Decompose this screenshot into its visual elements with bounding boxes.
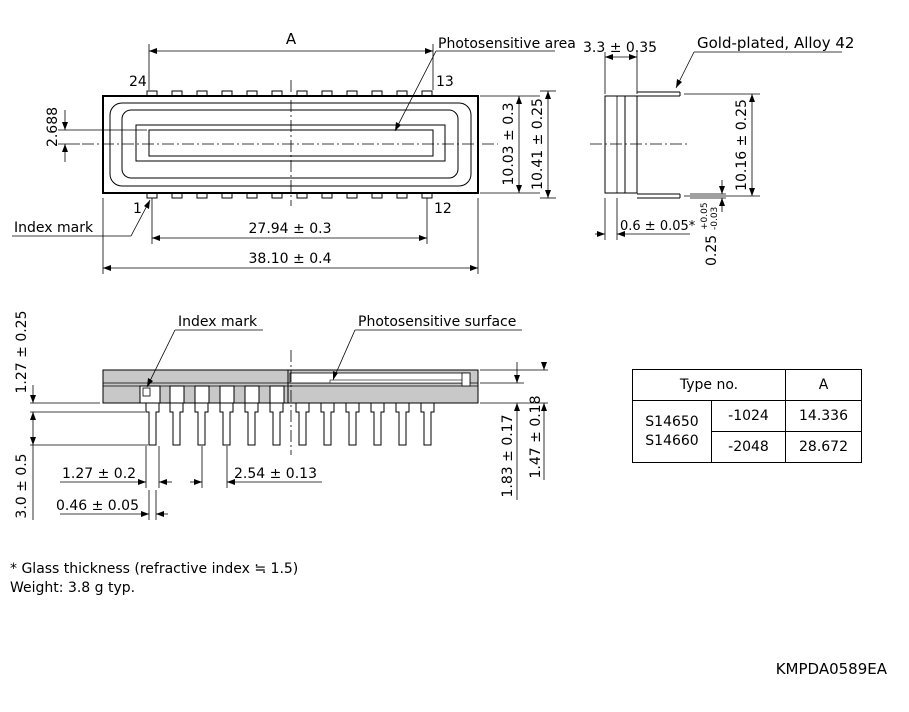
photosensitive-window	[135, 124, 446, 162]
dim-2794-label: 27.94 ± 0.3	[249, 221, 332, 237]
gold-plated-label: Gold-plated, Alloy 42	[697, 34, 854, 52]
pin-13-label: 13	[436, 74, 454, 90]
index-mark-label-top: Index mark	[14, 220, 94, 236]
model-cell: S14650 S14660	[632, 400, 712, 463]
dim-183-label: 1.83 ± 0.17	[500, 415, 516, 498]
dim-1003-label: 10.03 ± 0.3	[501, 103, 517, 186]
weight-note: Weight: 3.8 g typ.	[10, 580, 136, 596]
model-s14660: S14660	[645, 432, 699, 449]
a-value-1024: 14.336	[785, 400, 862, 432]
dim-30-label: 3.0 ± 0.5	[14, 453, 30, 518]
dim-06-label: 0.6 ± 0.05*	[620, 219, 696, 234]
photosensitive-surface-label: Photosensitive surface	[358, 314, 516, 330]
dim-33-label: 3.3 ± 0.35	[583, 40, 657, 56]
header-a: A	[785, 369, 862, 401]
dim-025-tol-minus: -0.03	[710, 207, 720, 230]
model-s14650: S14650	[645, 413, 699, 430]
suffix-1024: -1024	[711, 400, 786, 432]
dim-a-label: A	[286, 30, 297, 48]
dim-046-label: 0.46 ± 0.05	[56, 498, 139, 514]
front-view: Index mark Photosensitive surface 1.27 ±…	[14, 311, 548, 520]
pin-12-label: 12	[434, 201, 452, 217]
package-outline	[102, 95, 479, 194]
header-type-no: Type no.	[632, 369, 786, 401]
dim-127h-label: 1.27 ± 0.2	[62, 466, 136, 482]
type-table: Type no. A S14650 S14660 -1024 14.336 -2…	[632, 369, 862, 463]
dim-3810-label: 38.10 ± 0.4	[249, 251, 332, 267]
dim-2688-label: 2.688	[45, 107, 61, 147]
pin-1-label: 1	[133, 201, 142, 217]
front-pins	[139, 385, 435, 446]
dim-147-label: 1.47 ± 0.18	[528, 396, 544, 479]
suffix-2048: -2048	[711, 431, 786, 463]
dim-025-label: 0.25	[704, 235, 720, 266]
photosensitive-area-label: Photosensitive area	[438, 36, 576, 52]
dim-025-tol-plus: +0.05	[700, 202, 710, 230]
glass-note: * Glass thickness (refractive index ≒ 1.…	[10, 561, 299, 577]
dim-254-label: 2.54 ± 0.13	[234, 466, 317, 482]
notes: * Glass thickness (refractive index ≒ 1.…	[10, 560, 298, 598]
document-id: KMPDA0589EA	[775, 660, 887, 678]
dim-1041-label: 10.41 ± 0.25	[530, 98, 546, 190]
dim-1016-label: 10.16 ± 0.25	[734, 99, 750, 191]
top-view: A Photosensitive area 24 13 1 12 2.688 1…	[12, 30, 576, 274]
dim-127v-label: 1.27 ± 0.25	[14, 311, 30, 394]
index-mark-label-front: Index mark	[178, 314, 258, 330]
pin-24-label: 24	[129, 74, 147, 90]
a-value-2048: 28.672	[785, 431, 862, 463]
side-package	[604, 95, 626, 194]
side-view: 3.3 ± 0.35 Gold-plated, Alloy 42 10.16 ±…	[583, 34, 854, 266]
